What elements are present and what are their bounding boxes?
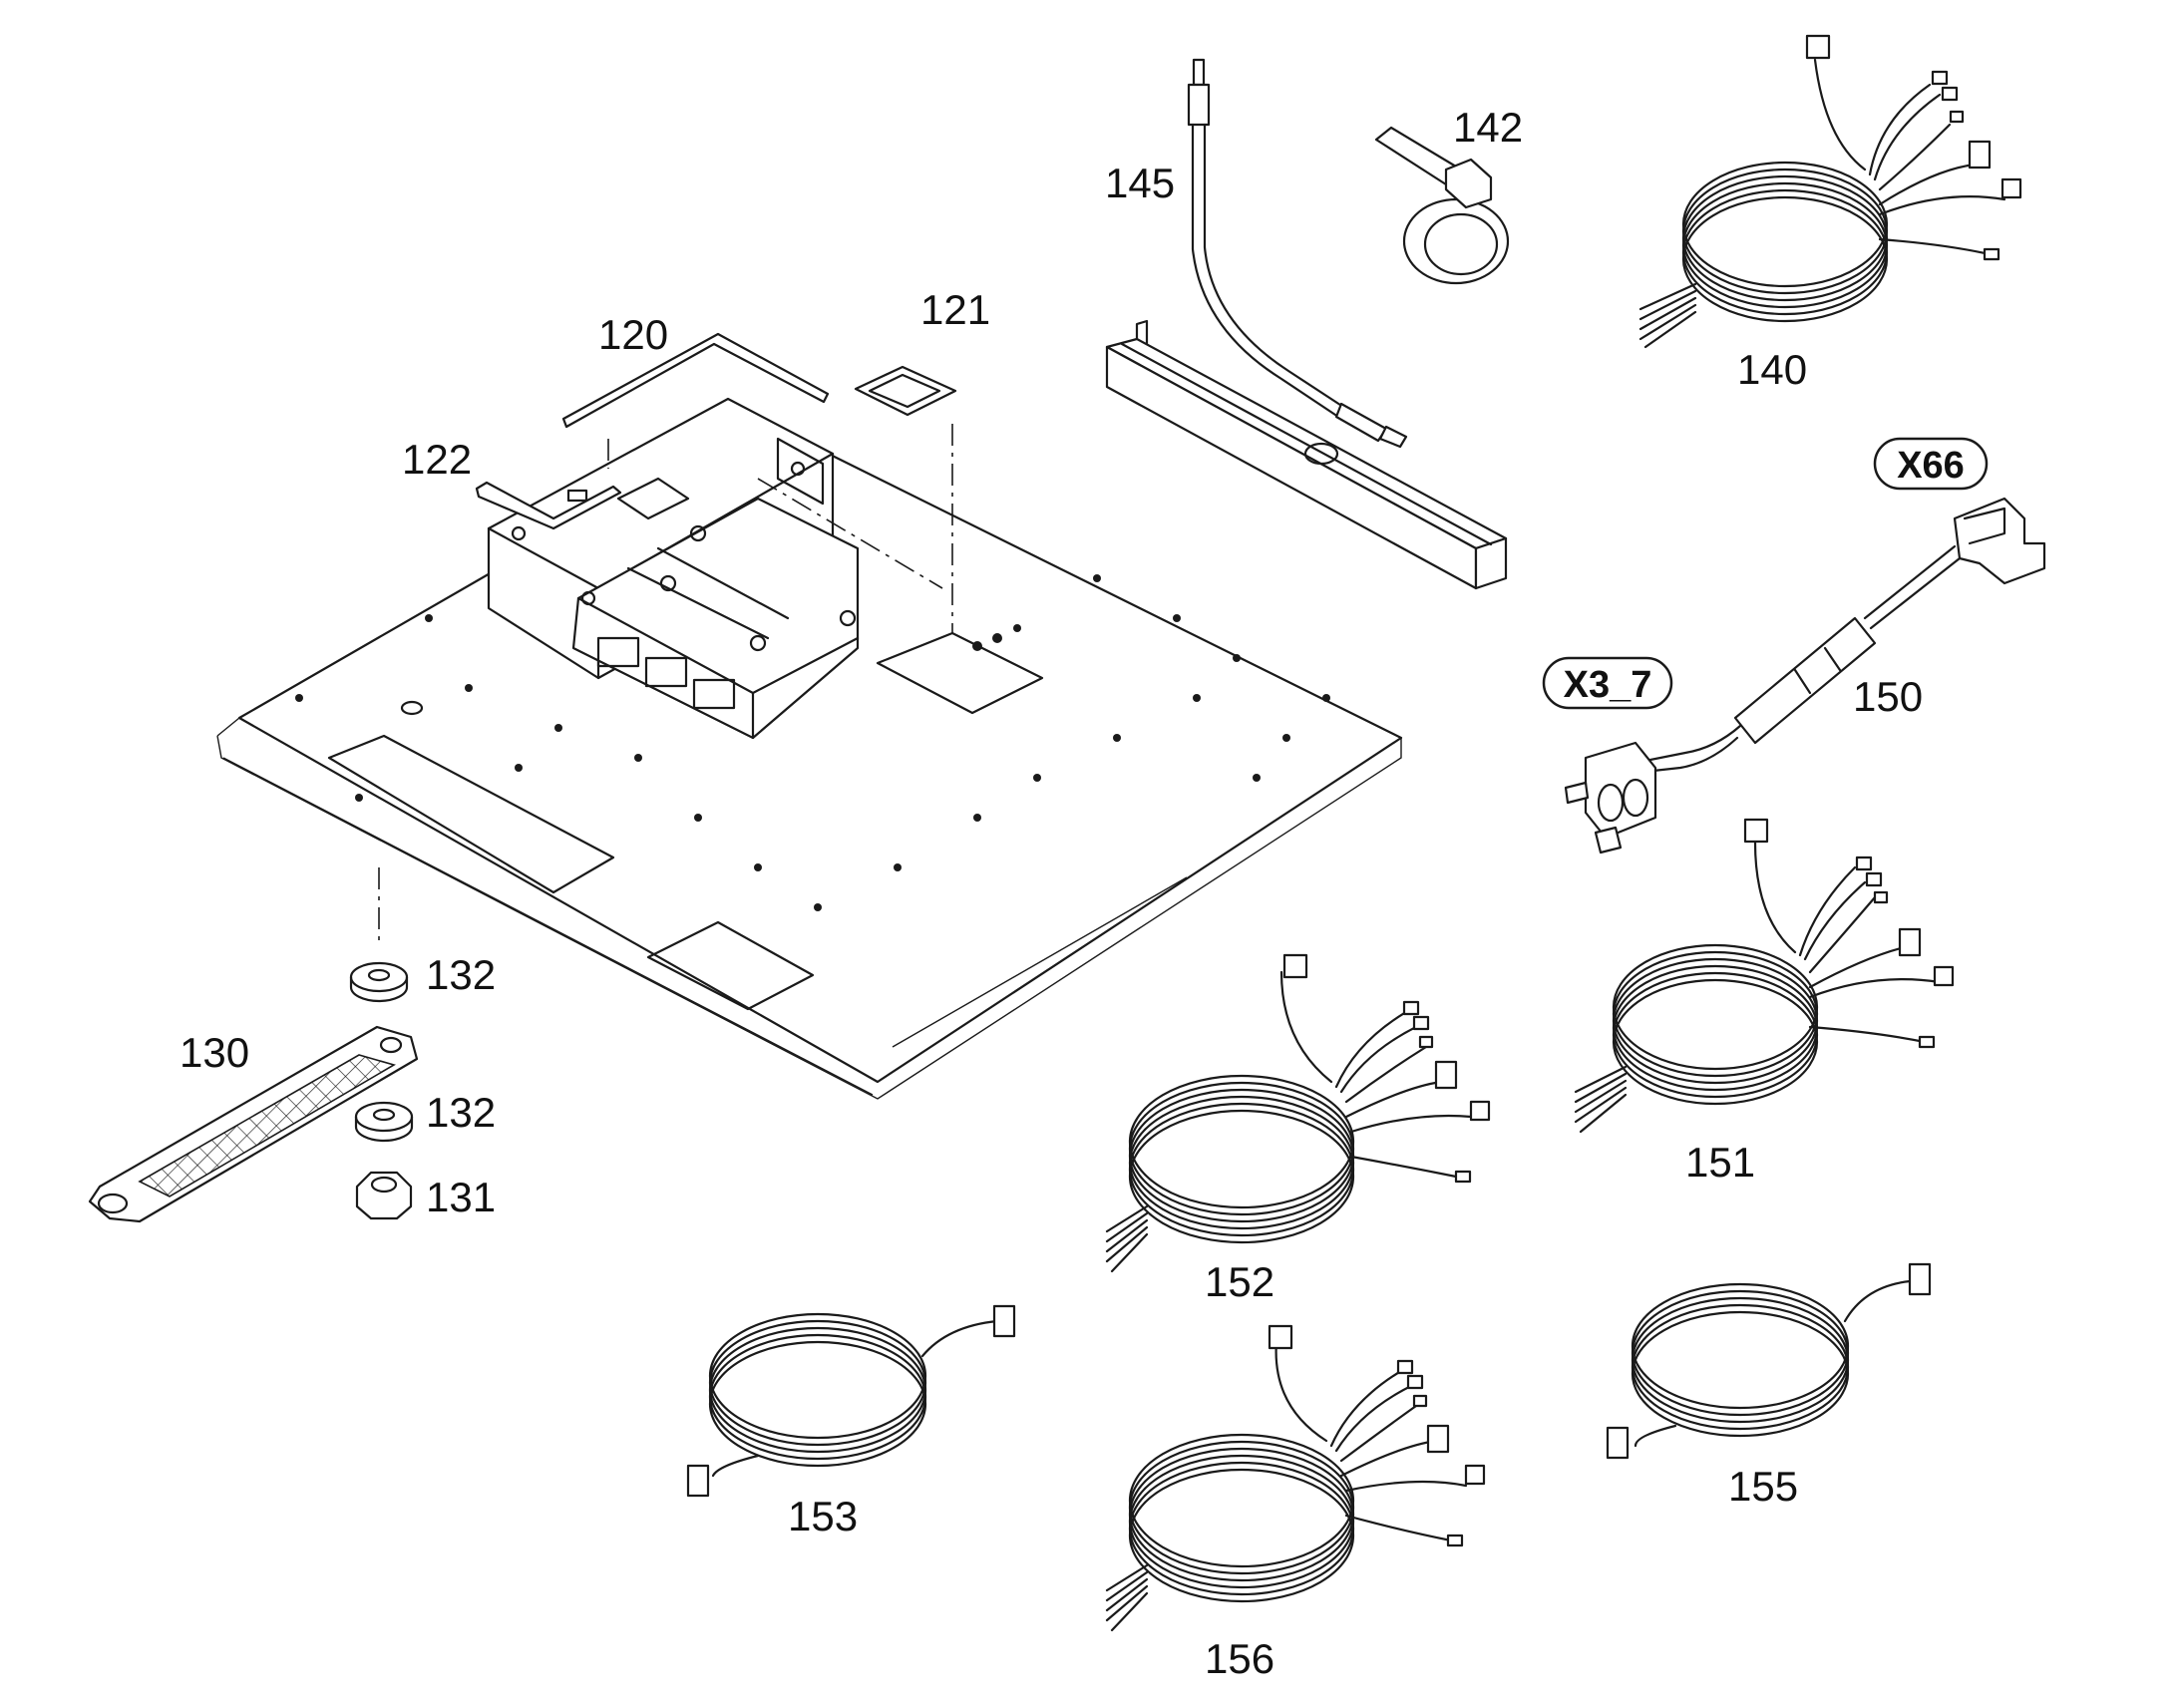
electronics-box: [487, 397, 860, 740]
callout-120: 120: [598, 311, 668, 358]
callout-145: 145: [1105, 160, 1175, 206]
base-plate: [216, 417, 1403, 1100]
part-155-cable: [1606, 1262, 1932, 1460]
callout-131: 131: [426, 1174, 496, 1220]
part-150-adapter-cable: [1564, 497, 2046, 854]
part-152-harness: [1105, 953, 1491, 1273]
part-120-rail: [561, 332, 830, 429]
callout-121: 121: [920, 286, 990, 333]
callout-labels: 120 121 122 130 131 132 132 140 142 145 …: [180, 104, 1923, 1682]
part-142-cable-tie: [1374, 126, 1510, 285]
part-153-cable: [686, 1304, 1016, 1498]
callout-132-lower: 132: [426, 1089, 496, 1136]
callout-132-upper: 132: [426, 951, 496, 998]
callout-150: 150: [1853, 673, 1923, 720]
callout-122: 122: [402, 436, 472, 483]
part-140-harness: [1638, 34, 2022, 349]
svg-text:X3_7: X3_7: [1564, 664, 1652, 706]
callout-130: 130: [180, 1029, 249, 1076]
part-132-washer-lower: [354, 1101, 414, 1143]
connector-tag-x3-7: X3_7: [1542, 656, 1673, 710]
svg-text:X66: X66: [1897, 445, 1965, 487]
callout-142: 142: [1453, 104, 1523, 151]
callout-151: 151: [1685, 1139, 1755, 1186]
part-121-gasket: [854, 365, 957, 417]
part-151-harness: [1574, 818, 1955, 1134]
connector-tag-x66: X66: [1873, 437, 1989, 491]
callout-155: 155: [1728, 1463, 1798, 1510]
plate-cutout-right: [876, 631, 1044, 715]
part-131-nut: [355, 1171, 413, 1220]
part-145-probe: [1187, 58, 1408, 449]
part-132-washer-upper: [349, 961, 409, 1003]
assembly-lines: [378, 424, 953, 942]
plate-cutout-bottom: [646, 920, 815, 1011]
callout-140: 140: [1737, 346, 1807, 393]
part-122-bracket: [475, 481, 622, 530]
callout-152: 152: [1205, 1258, 1274, 1305]
cable-channel: [1105, 319, 1508, 590]
part-156-harness: [1105, 1324, 1486, 1632]
part-130-earth-strap: [88, 1025, 419, 1223]
callout-153: 153: [788, 1493, 858, 1539]
callout-156: 156: [1205, 1635, 1274, 1682]
plate-cutout-left: [327, 734, 615, 894]
